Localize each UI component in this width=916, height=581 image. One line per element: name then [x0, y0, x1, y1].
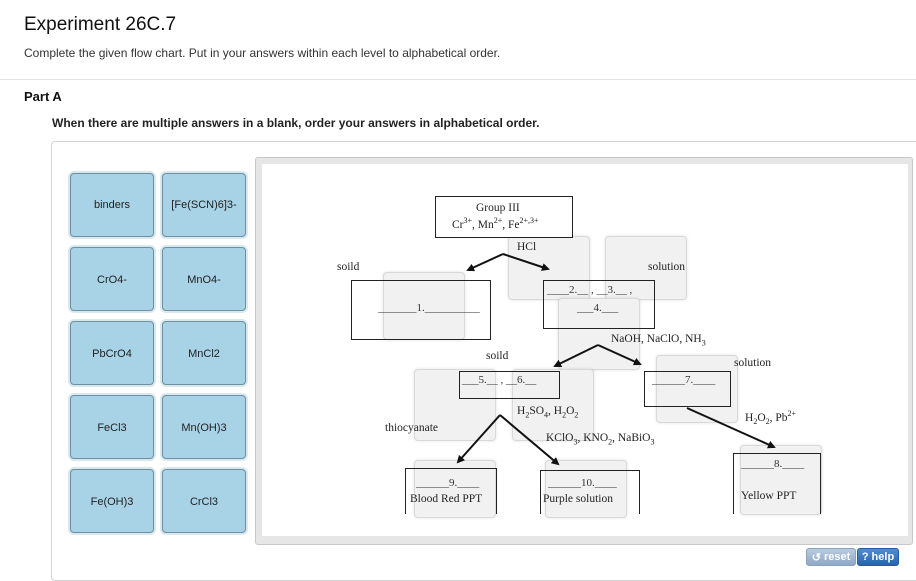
blank-8: ______8.____ — [741, 458, 805, 470]
part-note: When there are multiple answers in a bla… — [52, 116, 540, 130]
naoh-label: NaOH, NaClO, NH3 — [611, 333, 706, 348]
answer-tile[interactable]: CrCl3 — [162, 469, 246, 533]
answer-tile[interactable]: [Fe(SCN)6]3- — [162, 173, 246, 237]
tile-label: MnO4- — [187, 274, 221, 286]
box-7 — [644, 371, 731, 407]
soild-label: soild — [337, 261, 360, 273]
answer-tile[interactable]: Fe(OH)3 — [70, 469, 154, 533]
blood-red-label: Blood Red PPT — [410, 493, 483, 505]
reset-button[interactable]: ↺reset — [806, 548, 856, 566]
divider — [0, 79, 916, 80]
tile-label: Fe(OH)3 — [90, 496, 134, 508]
help-button[interactable]: ?help — [857, 548, 899, 566]
drop-target-1[interactable] — [383, 272, 465, 340]
drop-target-8[interactable] — [740, 445, 822, 515]
blank-9: ______9.____ — [416, 477, 480, 489]
reset-icon: ↺ — [811, 551, 821, 564]
drop-target-3[interactable] — [605, 236, 687, 300]
tile-label: CrO4- — [97, 274, 127, 286]
group-title: Group III — [476, 202, 520, 214]
blank-4: ___4.___ — [577, 302, 619, 314]
blank-1: _______1.__________ — [378, 302, 480, 314]
answer-tile[interactable]: PbCrO4 — [70, 321, 154, 385]
blank-5: ___5.__ , __6.__ — [462, 374, 537, 386]
blank-2: ____2.__ , __3.__ , — [547, 284, 633, 296]
tile-label: CrCl3 — [189, 496, 219, 508]
tile-label: Mn(OH)3 — [181, 422, 227, 434]
instructions: Complete the given flow chart. Put in yo… — [24, 46, 501, 60]
blank-7: ______7.____ — [652, 374, 716, 386]
tile-label: FeCl3 — [97, 422, 127, 434]
part-label: Part A — [24, 89, 62, 104]
tile-label: MnCl2 — [188, 348, 220, 360]
answer-tile[interactable]: MnO4- — [162, 247, 246, 311]
purple-label: Purple solution — [543, 493, 613, 505]
answer-tile[interactable]: FeCl3 — [70, 395, 154, 459]
answer-tile[interactable]: CrO4- — [70, 247, 154, 311]
h2o2-pb-label: H2O2, Pb2+ — [745, 409, 797, 427]
answer-tile[interactable]: binders — [70, 173, 154, 237]
box-8 — [733, 453, 821, 514]
box-5-6 — [459, 371, 560, 399]
solution-label-2: solution — [734, 357, 772, 369]
solution-label: solution — [648, 261, 686, 273]
soild-label-2: soild — [486, 350, 509, 362]
hcl-label: HCl — [517, 241, 537, 253]
tile-label: binders — [93, 199, 131, 211]
blank-10: ______10.____ — [548, 477, 617, 489]
box-9 — [405, 468, 497, 514]
tile-label: PbCrO4 — [92, 348, 132, 360]
yellow-label: Yellow PPT — [741, 490, 797, 502]
box-1 — [351, 280, 491, 340]
box-2-3-4 — [543, 280, 655, 329]
group-box — [435, 196, 573, 238]
help-icon: ? — [861, 551, 869, 563]
group-ions: Cr3+, Mn2+, Fe2+,3+ — [452, 216, 539, 231]
box-10 — [540, 470, 640, 514]
h2so4-label: H2SO4, H2O2 — [517, 405, 579, 420]
drop-target-9[interactable] — [414, 460, 496, 518]
kclo3-label: KClO3, KNO2, NaBiO3 — [546, 432, 655, 447]
tile-label: [Fe(SCN)6]3- — [171, 199, 237, 211]
drop-target-10[interactable] — [545, 460, 627, 518]
thiocyanate-label: thiocyanate — [385, 422, 439, 434]
answer-tile[interactable]: Mn(OH)3 — [162, 395, 246, 459]
page-title: Experiment 26C.7 — [24, 14, 177, 35]
answer-tile[interactable]: MnCl2 — [162, 321, 246, 385]
